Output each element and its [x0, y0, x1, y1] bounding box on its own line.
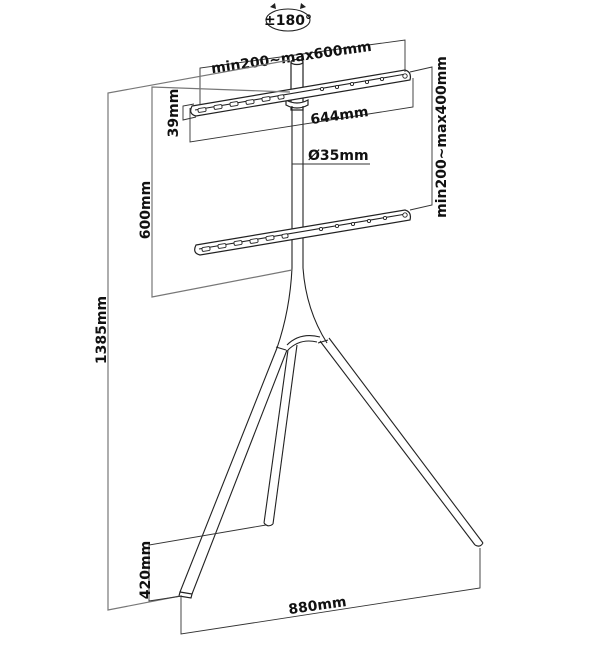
dim-bracket-span: 600mm — [138, 86, 293, 298]
arrow-left-icon — [270, 3, 276, 9]
total-height-label: 1385mm — [94, 296, 110, 364]
right-foot — [474, 542, 484, 547]
leg-depth-label: 420mm — [138, 541, 154, 599]
bottom-bracket-slots — [201, 212, 408, 252]
leg-width-label: 880mm — [287, 594, 347, 618]
top-bracket — [190, 69, 412, 117]
pole-diameter-label: Ø35mm — [308, 148, 369, 164]
rotation-arc-icon — [265, 8, 311, 32]
vesa-vertical-label: min200~max400mm — [434, 56, 450, 218]
dim-total-height: 1385mm — [94, 59, 291, 611]
dim-bracket-height: 39mm — [166, 89, 197, 138]
left-foot — [178, 591, 193, 599]
bracket-length-label: 644mm — [309, 104, 369, 128]
rear-foot — [263, 522, 274, 527]
bracket-span-label: 600mm — [138, 181, 154, 239]
top-bracket-slots — [197, 73, 408, 113]
dim-leg-width: 880mm — [180, 548, 481, 635]
dim-vesa-vertical: min200~max400mm — [409, 56, 450, 218]
tripod — [178, 267, 484, 599]
arrow-right-icon — [300, 3, 306, 9]
bottom-bracket — [194, 209, 412, 256]
bracket-height-label: 39mm — [166, 89, 182, 138]
rotation-indicator: ±180° — [264, 3, 312, 32]
rotation-label: ±180° — [264, 13, 312, 29]
dim-leg-depth: 420mm — [138, 524, 267, 602]
dim-pole-diameter: Ø35mm — [292, 148, 370, 165]
